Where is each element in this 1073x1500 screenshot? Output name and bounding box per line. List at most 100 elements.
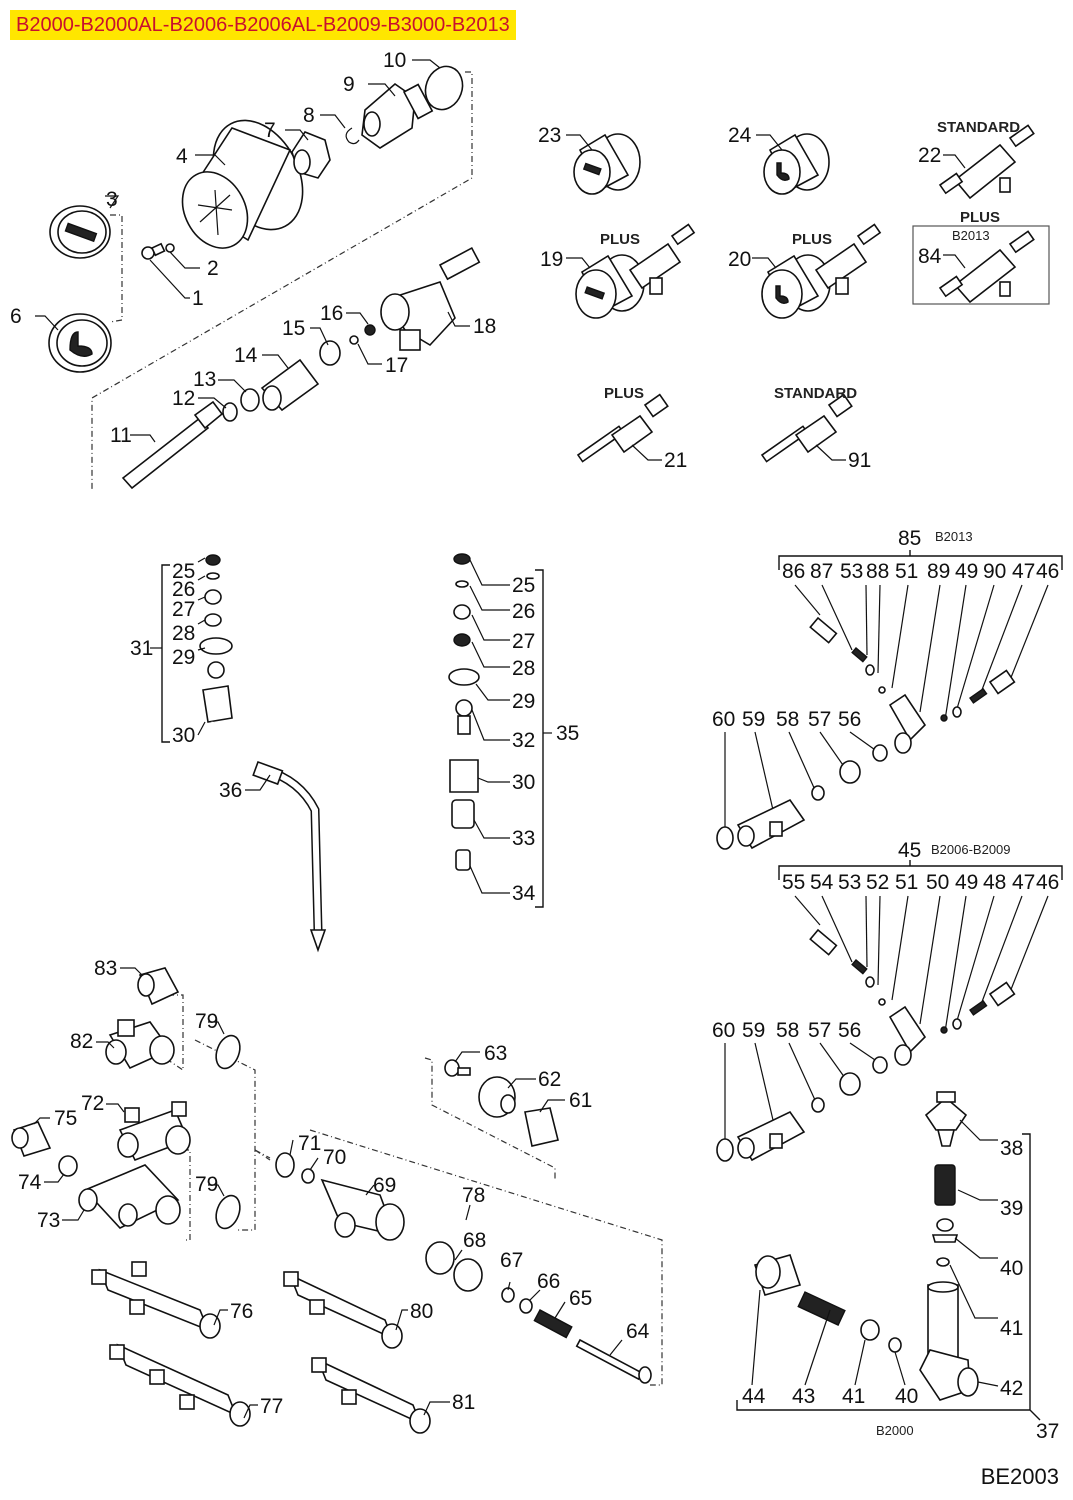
callout-60a: 60: [712, 708, 735, 731]
callout-85: 85: [898, 527, 921, 550]
part-70-washer: [301, 1168, 315, 1184]
part-79b-gasket: [215, 1194, 241, 1230]
part-73-manifold: [78, 1164, 181, 1229]
callout-47b: 47: [1012, 871, 1035, 894]
callout-53b: 53: [838, 871, 861, 894]
part-79a-gasket: [215, 1034, 241, 1070]
callout-62: 62: [538, 1068, 561, 1091]
callout-71: 71: [298, 1132, 321, 1155]
callout-14: 14: [234, 344, 258, 367]
callout-44: 44: [742, 1385, 766, 1408]
part-1-screw: [141, 242, 166, 260]
part-67-washer: [501, 1287, 515, 1303]
callout-52: 52: [866, 871, 889, 894]
part-18-elbow: [380, 247, 481, 351]
tag-plus-21: PLUS: [604, 385, 644, 402]
part-2-washer: [165, 243, 175, 253]
callout-82: 82: [70, 1030, 93, 1053]
callout-29a: 29: [172, 646, 195, 669]
callout-57a: 57: [808, 708, 831, 731]
valve-knob-assembly: 10 9 8 7 4 3 6 1 2 11 12 13 14 15 16 17 …: [10, 49, 496, 490]
callout-54: 54: [810, 871, 834, 894]
callout-4: 4: [176, 145, 188, 168]
callout-78: 78: [462, 1184, 485, 1207]
tag-standard-22: STANDARD: [937, 119, 1020, 136]
drawing-code: BE2003: [980, 1464, 1059, 1489]
steam-wand-assembly-31: 31 25 26 27 28 29 30 36: [130, 554, 327, 953]
callout-74: 74: [18, 1171, 42, 1194]
callout-91: 91: [848, 449, 871, 472]
tag-plus-84: PLUS: [960, 209, 1000, 226]
callout-48: 48: [983, 871, 1006, 894]
part-83-fitting: [137, 967, 180, 1006]
callout-59b: 59: [742, 1019, 765, 1042]
callout-19: 19: [540, 248, 563, 271]
steam-wand-assembly-35: 25 26 27 28 29 32 30 33 34 35: [448, 553, 579, 908]
part-77-manifold: [109, 1343, 251, 1427]
callout-68: 68: [463, 1229, 486, 1252]
valve-45-part-labels: 55 54 53 52 51 50 49 48 47 46: [782, 871, 1059, 894]
knob-variants: 23 24 STANDARD 22 PLUS 19 PLUS 20 PLUS B…: [538, 119, 1050, 472]
part-8-clip: [345, 127, 360, 145]
callout-69: 69: [373, 1174, 396, 1197]
model-list-header: B2000-B2000AL-B2006-B2006AL-B2009-B3000-…: [10, 10, 516, 40]
callout-65: 65: [569, 1287, 592, 1310]
callout-20: 20: [728, 248, 751, 271]
part-15-disc: [319, 340, 341, 366]
callout-37: 37: [1036, 1420, 1059, 1443]
callout-2: 2: [207, 257, 219, 280]
callout-18: 18: [473, 315, 496, 338]
callout-13: 13: [193, 368, 216, 391]
tag-b2013-84: B2013: [952, 228, 990, 243]
callout-42: 42: [1000, 1377, 1023, 1400]
callout-66: 66: [537, 1270, 560, 1293]
valve-assembly-45: 45 B2006-B2009 55 54 53 52 51 50 49 48 4…: [778, 839, 1063, 1066]
part-66-washer: [519, 1298, 533, 1314]
part-64-pin: [575, 1338, 652, 1384]
callout-24: 24: [728, 124, 752, 147]
part-11-spindle: [121, 400, 224, 490]
part-76-manifold: [91, 1261, 221, 1339]
callout-49b: 49: [955, 871, 978, 894]
callout-75: 75: [54, 1107, 77, 1130]
relief-valve-assembly-37: 38 39 40 41 42 44 43 41 40 B2000 37: [736, 1091, 1059, 1443]
callout-55: 55: [782, 871, 805, 894]
callout-17: 17: [385, 354, 408, 377]
callout-61: 61: [569, 1089, 592, 1112]
callout-26a: 26: [172, 578, 195, 601]
callout-84: 84: [918, 245, 942, 268]
callout-15: 15: [282, 317, 305, 340]
part-75-fitting: [11, 1121, 52, 1157]
callout-16: 16: [320, 302, 343, 325]
part-65-spring: [533, 1309, 573, 1339]
callout-33: 33: [512, 827, 535, 850]
part-74-bushing: [58, 1155, 78, 1177]
callout-28a: 28: [172, 622, 195, 645]
callout-58a: 58: [776, 708, 799, 731]
part-19-knob-valve: [575, 223, 696, 319]
assembly-outline: [91, 71, 473, 490]
callout-58b: 58: [776, 1019, 799, 1042]
callout-25b: 25: [512, 574, 535, 597]
part-63-screw: [444, 1059, 471, 1077]
callout-7: 7: [264, 119, 276, 142]
callout-39: 39: [1000, 1197, 1023, 1220]
callout-51a: 51: [895, 560, 918, 583]
callout-27b: 27: [512, 630, 535, 653]
callout-40b: 40: [895, 1385, 918, 1408]
part-7-nut: [291, 131, 331, 179]
callout-10: 10: [383, 49, 406, 72]
callout-34: 34: [512, 882, 536, 905]
callout-46b: 46: [1036, 871, 1059, 894]
tag-b2013-85: B2013: [935, 529, 973, 544]
callout-32: 32: [512, 729, 535, 752]
callout-70: 70: [323, 1146, 346, 1169]
part-12-oring: [222, 402, 238, 422]
callout-72: 72: [81, 1092, 104, 1115]
callout-73: 73: [37, 1209, 60, 1232]
part-61-cap: [524, 1107, 559, 1147]
callout-21: 21: [664, 449, 687, 472]
part-71-bushing: [275, 1152, 295, 1178]
tag-plus-19: PLUS: [600, 231, 640, 248]
